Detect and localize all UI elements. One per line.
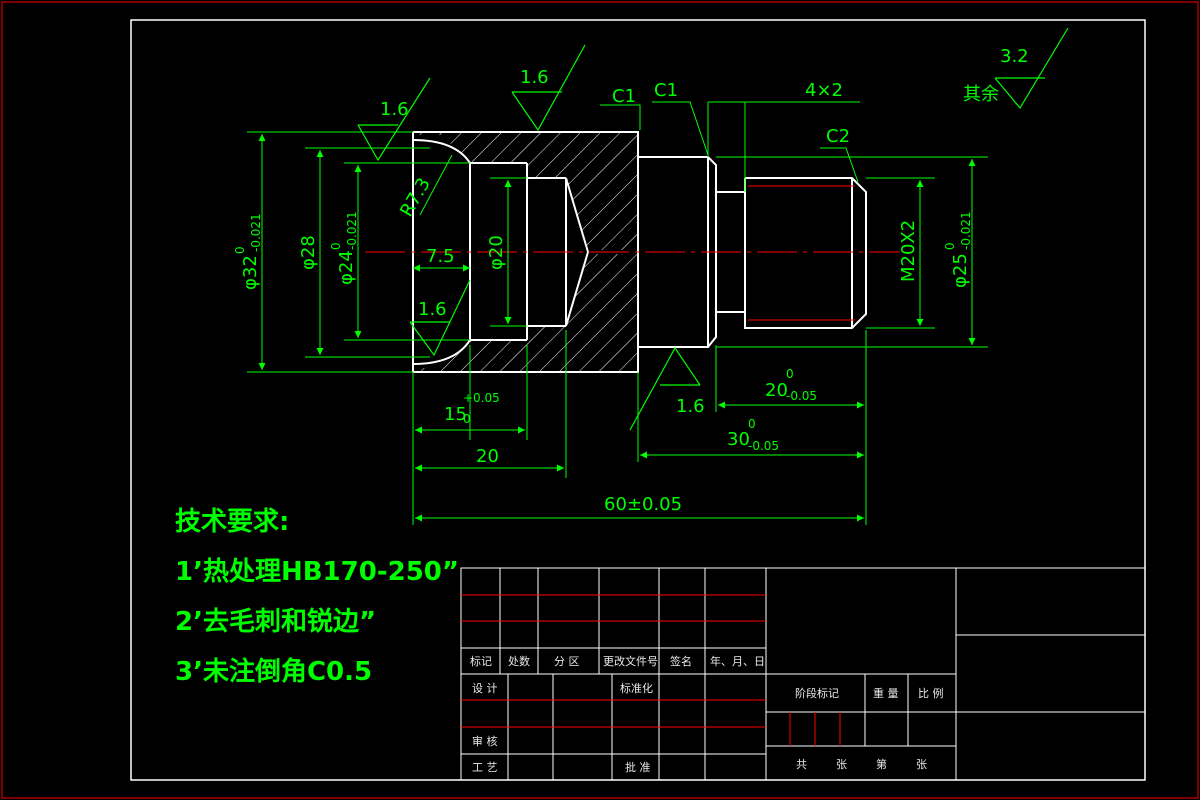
roughness-text-shoulder: 1.6	[676, 396, 705, 417]
section-hatch-upper	[413, 132, 638, 250]
tb-scale: 比 例	[918, 686, 944, 700]
dim-thread: M20X2	[898, 220, 919, 282]
dim-15: 15	[444, 404, 467, 425]
tb-weight: 重 量	[873, 686, 899, 700]
roughness-symbol-bore-mouth	[357, 77, 431, 162]
tb-stage-mark: 阶段标记	[795, 686, 839, 700]
dim-d32-lower: -0.021	[249, 213, 263, 252]
dim-d24-lower: -0.021	[345, 211, 359, 250]
tb-col-count: 处数	[508, 655, 530, 668]
groove-dim: 4×2	[805, 80, 843, 101]
dim-d25-upper: 0	[943, 242, 957, 250]
tb-sheets-total: 共	[796, 758, 807, 771]
dim-d24: φ24	[336, 250, 357, 285]
tb-sheet-unit: 张	[916, 758, 927, 771]
dim-d32: φ32	[240, 255, 261, 290]
chamfer-c1-a: C1	[612, 86, 636, 107]
tb-col-zone: 分 区	[554, 655, 580, 668]
dim-d28: φ28	[298, 235, 319, 270]
tb-col-change-doc: 更改文件号	[603, 654, 658, 668]
tb-sheets-unit: 张	[836, 758, 847, 771]
tb-sheet-no: 第	[876, 757, 887, 771]
tb-review: 审 核	[472, 734, 498, 748]
tb-standardize: 标准化	[620, 681, 653, 695]
requirement-item-2: 2’去毛刺和锐边”	[175, 606, 376, 637]
dim-30: 30	[727, 429, 750, 450]
part-section	[365, 131, 900, 373]
tb-design: 设 计	[472, 682, 498, 695]
technical-requirements: 技术要求: 1’热处理HB170-250” 2’去毛刺和锐边” 3’未注倒角C0…	[175, 507, 459, 687]
dimension-texts: 1.6 1.6 1.6 1.6 3.2 其余 C1 C1 4×2 C2 7.5 …	[233, 46, 1029, 515]
roughness-symbol-inner	[409, 279, 471, 357]
dim-d25: φ25	[950, 253, 971, 288]
tb-col-sign: 签名	[670, 654, 692, 668]
title-block: 标记 处数 分 区 更改文件号 签名 年、月、日 设 计 标准化 审 核 工 艺…	[460, 567, 1146, 781]
dim-15-upper: +0.05	[463, 391, 500, 405]
roughness-symbol-shoulder	[629, 346, 701, 431]
tb-col-date: 年、月、日	[710, 654, 765, 668]
roughness-text-bore-mouth: 1.6	[380, 99, 409, 120]
roughness-symbol-default	[994, 27, 1069, 110]
requirements-title: 技术要求:	[175, 507, 289, 537]
roughness-label-default: 其余	[963, 84, 999, 105]
tb-col-mark: 标记	[470, 654, 492, 668]
roughness-symbols	[357, 27, 1069, 431]
dimension-lines	[247, 101, 988, 525]
dim-20-tol-lower: -0.05	[786, 389, 817, 403]
section-hatch-lower	[413, 254, 638, 372]
dim-7-5: 7.5	[426, 246, 455, 267]
dim-30-upper: 0	[748, 417, 756, 431]
roughness-text-top-face: 1.6	[520, 67, 549, 88]
roughness-symbol-top-face	[511, 44, 586, 132]
dim-d25-lower: -0.021	[959, 211, 973, 250]
dim-20-tol: 20	[765, 380, 788, 401]
chamfer-c2: C2	[826, 126, 850, 147]
roughness-text-inner: 1.6	[418, 299, 447, 320]
roughness-text-default: 3.2	[1000, 46, 1029, 67]
dim-d24-upper: 0	[329, 242, 343, 250]
dim-60: 60±0.05	[604, 494, 682, 515]
tb-approve: 批 准	[625, 760, 651, 774]
dim-20: 20	[476, 446, 499, 467]
dim-15-lower: 0	[463, 412, 471, 426]
dim-d32-upper: 0	[233, 246, 247, 254]
dim-d20: φ20	[486, 235, 507, 270]
dim-20-tol-upper: 0	[786, 367, 794, 381]
requirement-item-3: 3’未注倒角C0.5	[175, 656, 372, 687]
dim-30-lower: -0.05	[748, 439, 779, 453]
requirement-item-1: 1’热处理HB170-250”	[175, 557, 459, 587]
tb-process: 工 艺	[472, 761, 498, 774]
chamfer-c1-b: C1	[654, 80, 678, 101]
